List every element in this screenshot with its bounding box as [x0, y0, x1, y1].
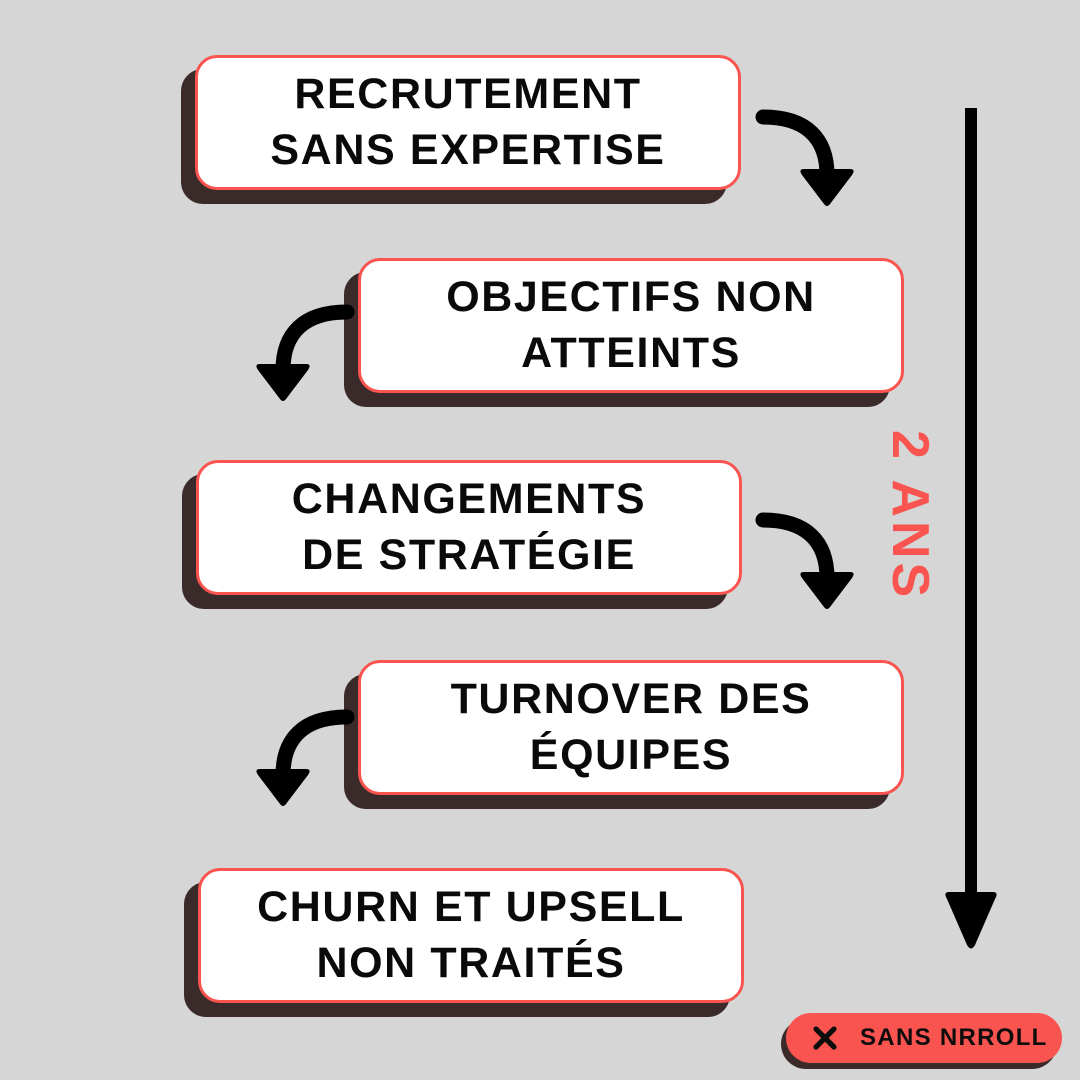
step-card-4-label: TURNOVER DES ÉQUIPES — [450, 675, 812, 779]
step-card-3: CHANGEMENTS DE STRATÉGIE — [196, 460, 742, 595]
curved-arrow-left-down-icon — [245, 300, 355, 405]
x-mark-icon — [812, 1025, 838, 1051]
curved-arrow-right-down-icon — [755, 105, 865, 210]
step-card-2-label: OBJECTIFS NON ATTEINTS — [446, 273, 816, 377]
step-card-2: OBJECTIFS NON ATTEINTS — [358, 258, 904, 393]
step-card-3-label: CHANGEMENTS DE STRATÉGIE — [291, 475, 647, 579]
arrow-down-icon — [943, 890, 999, 952]
timeline-line — [965, 108, 977, 898]
step-card-5-label: CHURN ET UPSELL NON TRAITÉS — [257, 883, 685, 987]
badge-label: SANS NRROLL — [860, 1024, 1048, 1051]
curved-arrow-right-down-icon — [755, 508, 865, 613]
step-card-1-label: RECRUTEMENT SANS EXPERTISE — [270, 70, 666, 174]
sans-nrroll-badge[interactable]: SANS NRROLL — [786, 1013, 1062, 1063]
step-card-4: TURNOVER DES ÉQUIPES — [358, 660, 904, 795]
step-card-5: CHURN ET UPSELL NON TRAITÉS — [198, 868, 744, 1003]
timeline-duration-label: 2 ANS — [881, 430, 939, 602]
step-card-1: RECRUTEMENT SANS EXPERTISE — [195, 55, 741, 190]
curved-arrow-left-down-icon — [245, 705, 355, 810]
